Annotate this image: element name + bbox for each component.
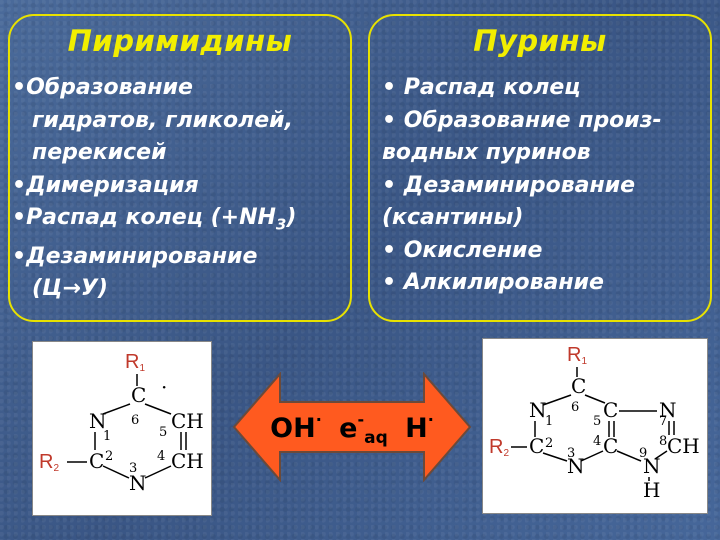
r2-label: R2 bbox=[489, 436, 509, 459]
list-item: водных пуринов bbox=[382, 140, 591, 165]
ring-number: 8 bbox=[659, 434, 667, 449]
list-item: •Распад колец (+NH3) bbox=[12, 205, 297, 234]
purines-panel: Пурины • Распад колец • Образование прои… bbox=[368, 14, 712, 322]
purines-list: • Распад колец • Образование произ- водн… bbox=[382, 72, 706, 300]
list-item: • Алкилирование bbox=[382, 270, 604, 295]
pyrimidines-panel: Пиримидины •Образование гидратов, гликол… bbox=[8, 14, 352, 322]
ring-number: 5 bbox=[593, 414, 601, 429]
purine-diagram: R1 C 6 N 1 C 5 N 7 C 2 C 4 CH 8 N 3 N 9 … bbox=[489, 344, 700, 502]
atom-c-top: C bbox=[131, 383, 146, 407]
ring-number: 4 bbox=[157, 449, 165, 464]
list-item: •Образование bbox=[12, 75, 193, 100]
list-item: • Образование произ- bbox=[382, 107, 662, 133]
list-item: гидратов, гликолей, bbox=[32, 107, 293, 133]
atom-c2: C bbox=[529, 434, 544, 458]
atom-c5: C bbox=[603, 398, 618, 422]
list-item: •Димеризация bbox=[12, 172, 199, 198]
pyrimidines-list: •Образование гидратов, гликолей, перекис… bbox=[12, 72, 346, 306]
pyrimidines-title: Пиримидины bbox=[67, 24, 293, 58]
ring-number: 1 bbox=[545, 414, 553, 429]
list-item: •Дезаминирование bbox=[12, 243, 258, 269]
ring-number: 5 bbox=[159, 425, 167, 440]
atom-c2: C bbox=[89, 449, 104, 473]
r2-label: R2 bbox=[39, 451, 59, 474]
purines-title: Пурины bbox=[473, 24, 607, 58]
reactive-species-label: OH· e-aq H· bbox=[270, 410, 434, 448]
reactive-species-arrow: OH· e-aq H· bbox=[232, 371, 472, 483]
atom-h: H bbox=[643, 478, 660, 502]
ring-number: 2 bbox=[545, 436, 553, 451]
dot-label: · bbox=[161, 375, 167, 399]
bonds bbox=[67, 403, 187, 479]
atom-c6: C bbox=[571, 374, 586, 398]
pyrimidine-diagram: R1 C · N 1 6 CH 5 C 2 CH 4 N 3 R2 bbox=[39, 351, 204, 495]
list-item: • Распад колец bbox=[382, 75, 581, 100]
pyrimidine-structure: R1 C · N 1 6 CH 5 C 2 CH 4 N 3 R2 bbox=[32, 341, 212, 516]
atom-ch-5: CH bbox=[171, 409, 204, 433]
ring-number: 1 bbox=[103, 429, 111, 444]
r1-label: R1 bbox=[567, 344, 587, 367]
ring-number: 2 bbox=[105, 449, 113, 464]
arrow-right-icon: → bbox=[62, 276, 81, 302]
ring-number: 4 bbox=[593, 434, 601, 449]
ring-number: 9 bbox=[639, 446, 647, 461]
double-arrow-icon bbox=[232, 371, 472, 483]
list-item: • Окисление bbox=[382, 237, 543, 263]
ring-number: 6 bbox=[571, 400, 579, 415]
ring-number: 3 bbox=[129, 461, 137, 476]
ring-number: 7 bbox=[659, 414, 667, 429]
atom-n3: N bbox=[567, 454, 585, 478]
atom-n1: N bbox=[529, 398, 547, 422]
atom-n9: N bbox=[643, 454, 661, 478]
atom-n3: N bbox=[129, 471, 147, 495]
list-item: (Ц→У) bbox=[32, 276, 108, 302]
atom-c4: C bbox=[603, 434, 618, 458]
purine-structure: R1 C 6 N 1 C 5 N 7 C 2 C 4 CH 8 N 3 N 9 … bbox=[482, 338, 708, 514]
list-item: перекисей bbox=[32, 140, 167, 165]
bonds bbox=[511, 394, 675, 481]
atom-n7: N bbox=[659, 398, 677, 422]
list-item: • Дезаминирование bbox=[382, 172, 636, 198]
atom-ch8: CH bbox=[667, 434, 700, 458]
ring-number: 6 bbox=[131, 413, 139, 428]
atom-n1: N bbox=[89, 409, 107, 433]
list-item: (ксантины) bbox=[382, 205, 524, 230]
ring-number: 3 bbox=[567, 446, 575, 461]
atom-ch-4: CH bbox=[171, 449, 204, 473]
r1-label: R1 bbox=[125, 351, 145, 374]
